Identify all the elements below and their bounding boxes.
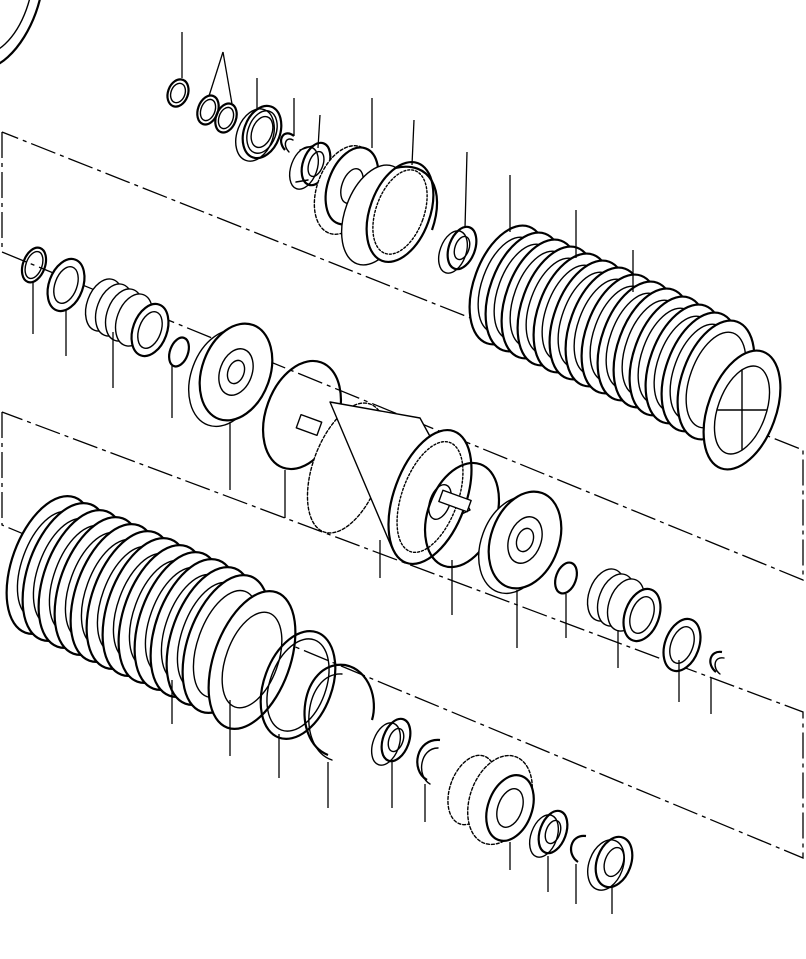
input-gear-lower <box>447 754 535 846</box>
piston-right <box>478 490 563 595</box>
clutch-drum-shaft <box>295 401 473 566</box>
snap-ring-lower-small <box>416 738 441 785</box>
spring-retainer-right <box>662 617 702 673</box>
lower-section-boundary <box>1 411 804 859</box>
ball-bearing-lower <box>370 717 412 766</box>
snap-ring-lower-end <box>569 834 587 863</box>
o-ring-pair <box>196 94 238 134</box>
needle-bearing-top <box>288 141 332 190</box>
ring-gear-drum <box>340 160 439 266</box>
piston-left <box>188 322 274 428</box>
snap-ring-small <box>280 132 295 153</box>
snap-ring-right <box>709 650 725 675</box>
o-ring-mid-right <box>554 561 578 595</box>
return-spring-right <box>586 568 662 643</box>
needle-bearing-lower <box>528 809 569 858</box>
snap-ring-lower-large <box>303 663 375 761</box>
o-ring-mid-left <box>168 336 190 368</box>
ball-bearing-mid <box>437 225 478 274</box>
spring-retainer-left <box>46 257 86 313</box>
ball-bearing-top <box>235 104 283 162</box>
callout-leaders <box>32 32 712 914</box>
ball-bearing-end <box>587 835 634 891</box>
snap-ring-top <box>166 78 190 108</box>
return-spring-left <box>84 278 170 358</box>
snap-ring-left <box>20 246 48 284</box>
lower-clutch-disc-pack <box>0 0 297 730</box>
